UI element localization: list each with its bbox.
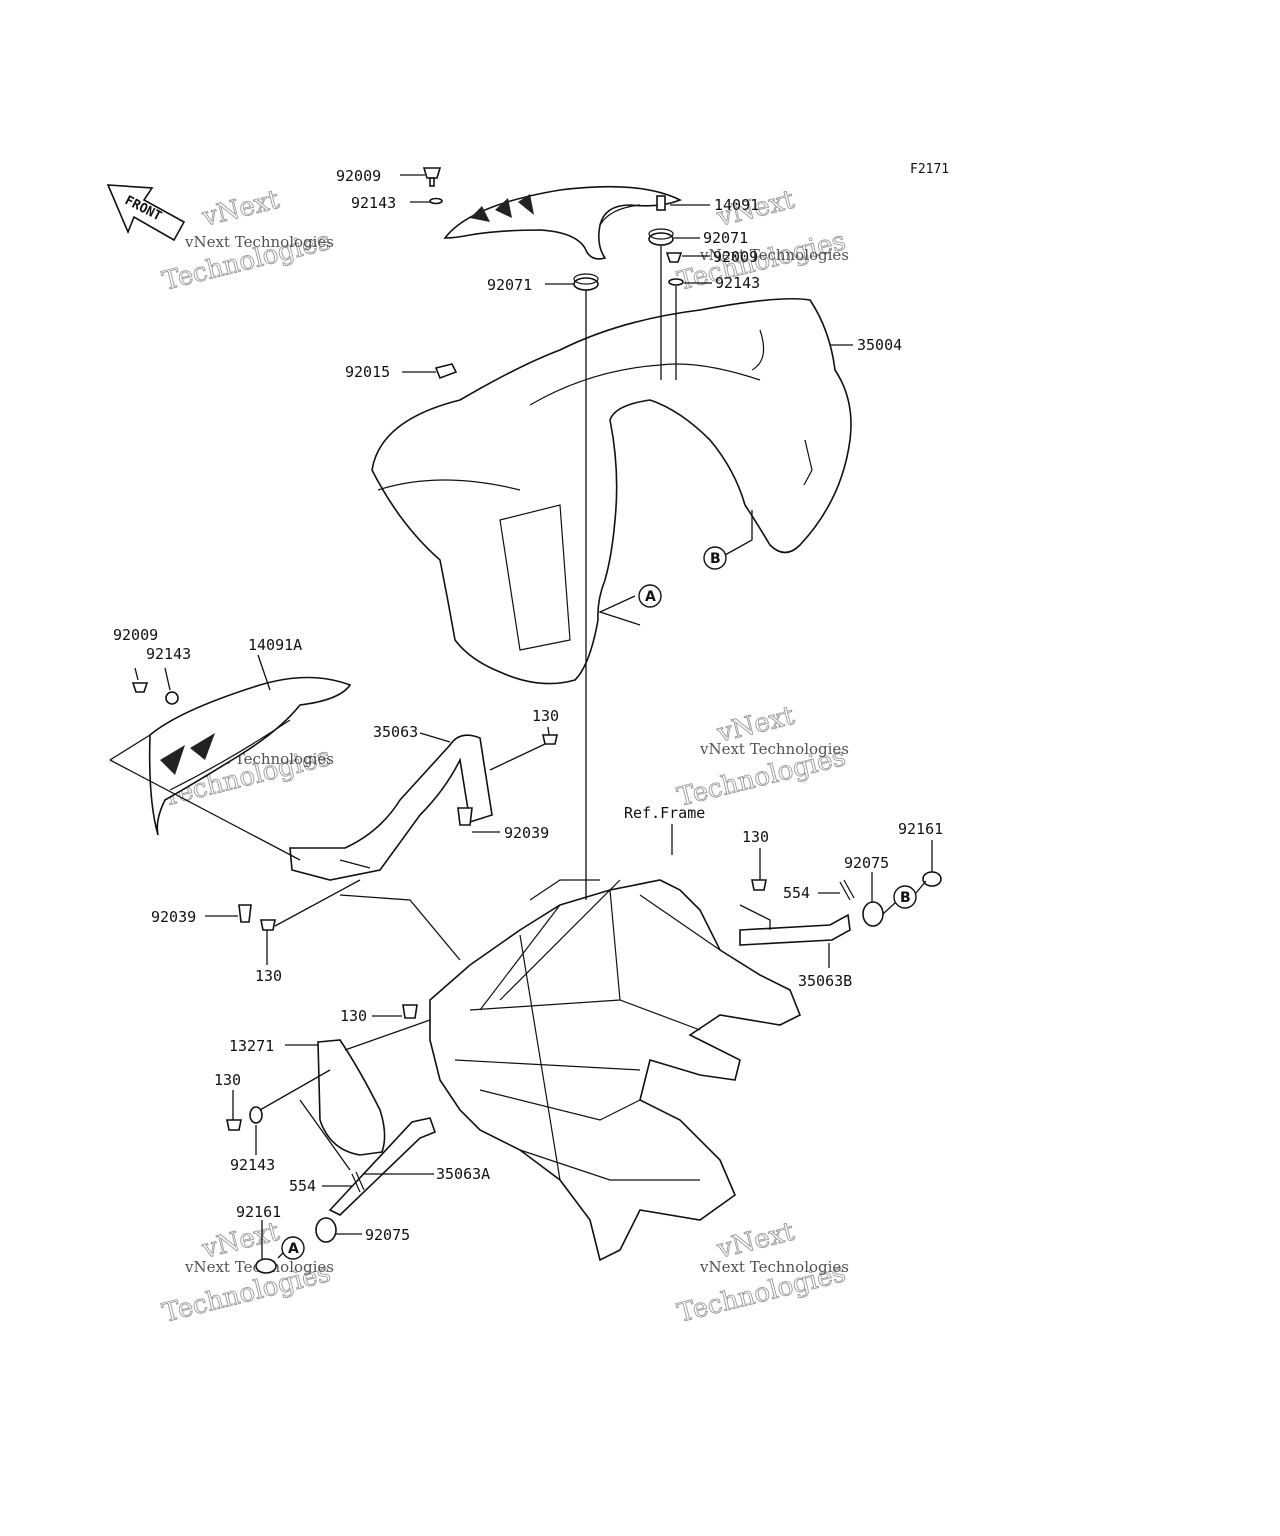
part-label: 92009 bbox=[336, 167, 381, 185]
callout-label: B bbox=[710, 551, 721, 567]
part-label: 14091 bbox=[714, 196, 759, 214]
part-label: 554 bbox=[289, 1177, 316, 1195]
part-label: 92143 bbox=[146, 645, 191, 663]
callout-a-bottom: A bbox=[281, 1236, 305, 1260]
callout-b-right: B bbox=[893, 885, 917, 909]
frame-part bbox=[429, 879, 802, 1262]
cover-13271-part bbox=[317, 1039, 386, 1156]
bracket-35063b-part bbox=[739, 913, 851, 946]
front-arrow-icon: FRONT bbox=[106, 184, 186, 242]
part-label: 92071 bbox=[487, 276, 532, 294]
part-label: 130 bbox=[742, 828, 769, 846]
part-label: 92015 bbox=[345, 363, 390, 381]
watermark-bottom-left: vNext Technologies vNext Technologies bbox=[159, 1216, 334, 1329]
watermark-bottom-right: vNext Technologies vNext Technologies bbox=[674, 1216, 849, 1329]
watermark-top-left: vNext Technologies vNext Technologies bbox=[159, 184, 334, 297]
part-label: 92039 bbox=[151, 908, 196, 926]
part-label: 92071 bbox=[703, 229, 748, 247]
part-label: 92075 bbox=[844, 854, 889, 872]
watermark-text: vNext Technologies bbox=[699, 246, 849, 264]
part-labels: 92009 92143 14091 92071 92009 92143 9207… bbox=[113, 167, 943, 1244]
part-label: 130 bbox=[255, 967, 282, 985]
part-label: 92009 bbox=[113, 626, 158, 644]
part-label: 92039 bbox=[504, 824, 549, 842]
part-label: 130 bbox=[214, 1071, 241, 1089]
watermark-text: vNext Technologies bbox=[699, 740, 849, 758]
watermark-mid-right: vNext Technologies vNext Technologies bbox=[674, 700, 849, 813]
part-label: 554 bbox=[783, 884, 810, 902]
part-label: 35063A bbox=[436, 1165, 490, 1183]
figure-code: F2171 bbox=[910, 162, 949, 177]
part-label: 92009 bbox=[713, 248, 758, 266]
ref-frame-label: Ref.Frame bbox=[624, 804, 705, 822]
side-cover-part bbox=[148, 676, 352, 836]
part-label: 92143 bbox=[715, 274, 760, 292]
bracket-35063a-part bbox=[328, 1117, 437, 1216]
callout-label: A bbox=[645, 589, 656, 605]
callout-b-fender: B bbox=[703, 546, 727, 570]
part-label: 130 bbox=[340, 1007, 367, 1025]
seat-cover-part bbox=[443, 185, 682, 260]
part-label: 35004 bbox=[857, 336, 902, 354]
rear-fender-part bbox=[371, 297, 852, 685]
part-label: 14091A bbox=[248, 636, 302, 654]
watermark-text: vNext Technologies bbox=[184, 233, 334, 251]
leader-lines bbox=[109, 174, 933, 1260]
part-label: 35063 bbox=[373, 723, 418, 741]
callout-a-fender: A bbox=[638, 584, 662, 608]
part-label: 35063B bbox=[798, 972, 852, 990]
callout-label: A bbox=[288, 1241, 299, 1257]
part-label: 92075 bbox=[365, 1226, 410, 1244]
bracket-35063-part bbox=[289, 734, 493, 881]
part-label: 92161 bbox=[236, 1203, 281, 1221]
part-label: 130 bbox=[532, 707, 559, 725]
part-label: 92143 bbox=[230, 1156, 275, 1174]
callout-label: B bbox=[900, 890, 911, 906]
watermark-text: vNext Technologies bbox=[699, 1258, 849, 1276]
watermark-vnext: vNext bbox=[198, 185, 282, 233]
part-label: 92161 bbox=[898, 820, 943, 838]
part-label: 92143 bbox=[351, 194, 396, 212]
fasteners bbox=[131, 167, 942, 1274]
part-label: 13271 bbox=[229, 1037, 274, 1055]
watermark-top-right: vNext Technologies vNext Technologies bbox=[674, 184, 849, 297]
